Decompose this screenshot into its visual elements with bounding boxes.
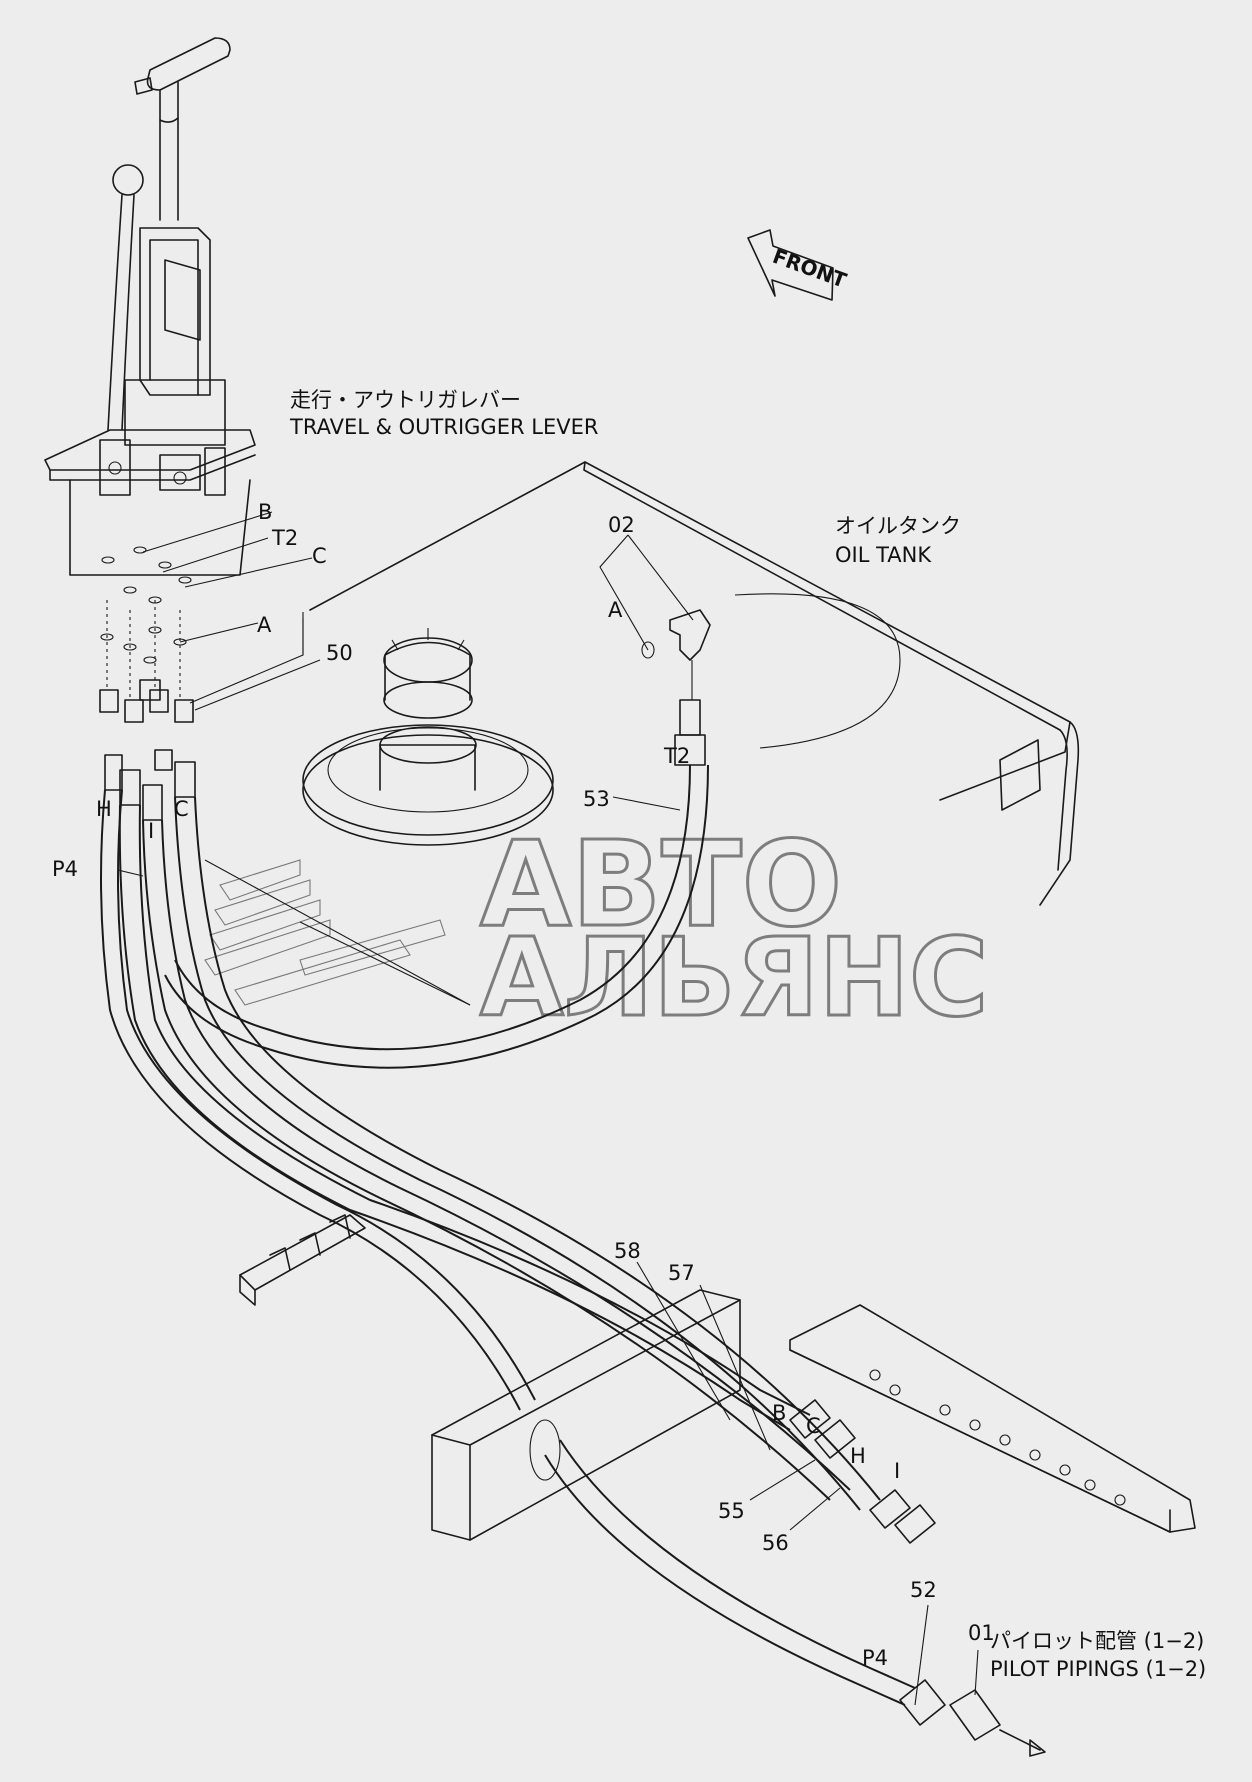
- hose-clamp: [239, 1214, 366, 1306]
- part-57: 57: [668, 1261, 695, 1285]
- part-02: 02: [608, 513, 635, 537]
- frame-plate: [431, 1289, 1196, 1541]
- front-label: FRONT: [770, 244, 850, 293]
- part-52: 52: [910, 1578, 937, 1602]
- port-h-end: H: [850, 1444, 866, 1468]
- lever-label-jp: 走行・アウトリガレバー: [290, 388, 521, 412]
- tank-label-en: OIL TANK: [835, 543, 932, 567]
- port-b-end: B: [772, 1401, 786, 1425]
- pilot-label-en: PILOT PIPINGS (1−2): [990, 1657, 1206, 1681]
- travel-outrigger-lever: [44, 37, 256, 821]
- hoses: [100, 764, 916, 1706]
- part-55: 55: [718, 1499, 745, 1523]
- port-p4-left: P4: [52, 857, 78, 881]
- part-53: 53: [583, 787, 610, 811]
- oil-tank: [204, 461, 1080, 1006]
- port-t2-tank: T2: [663, 744, 690, 768]
- port-a-tank: A: [608, 598, 623, 622]
- port-c-end: C: [806, 1414, 821, 1438]
- end-fittings: [789, 1399, 936, 1544]
- port-t2-top: T2: [271, 526, 298, 550]
- port-a-left: A: [257, 613, 272, 637]
- filler-cap: [302, 628, 554, 846]
- part-50: 50: [326, 641, 353, 665]
- port-b-top: B: [258, 500, 272, 524]
- watermark-logo-icon: [204, 859, 446, 1006]
- port-i-end: I: [894, 1459, 900, 1483]
- lever-label-en: TRAVEL & OUTRIGGER LEVER: [289, 415, 598, 439]
- tank-elbow-fitting: [641, 609, 711, 766]
- pilot-label-jp: パイロット配管 (1−2): [990, 1629, 1204, 1653]
- pilot-end-fitting: [899, 1679, 1046, 1757]
- text-labels: 走行・アウトリガレバー TRAVEL & OUTRIGGER LEVER オイル…: [52, 388, 1206, 1681]
- part-01: 01: [968, 1621, 995, 1645]
- port-p4-end: P4: [862, 1646, 888, 1670]
- tank-label-jp: オイルタンク: [835, 514, 961, 538]
- port-c-hose: C: [174, 797, 189, 821]
- watermark-line2: АЛЬЯНС: [480, 916, 988, 1041]
- front-arrow: FRONT: [747, 229, 850, 301]
- port-c-top: C: [312, 544, 327, 568]
- leader-lines: [117, 511, 979, 1706]
- port-h-hose: H: [96, 797, 112, 821]
- watermark-line1: АВТО: [480, 815, 842, 953]
- part-58: 58: [614, 1239, 641, 1263]
- part-56: 56: [762, 1531, 789, 1555]
- watermark: АВТО АЛЬЯНС: [204, 814, 990, 1043]
- port-i-hose: I: [148, 819, 154, 843]
